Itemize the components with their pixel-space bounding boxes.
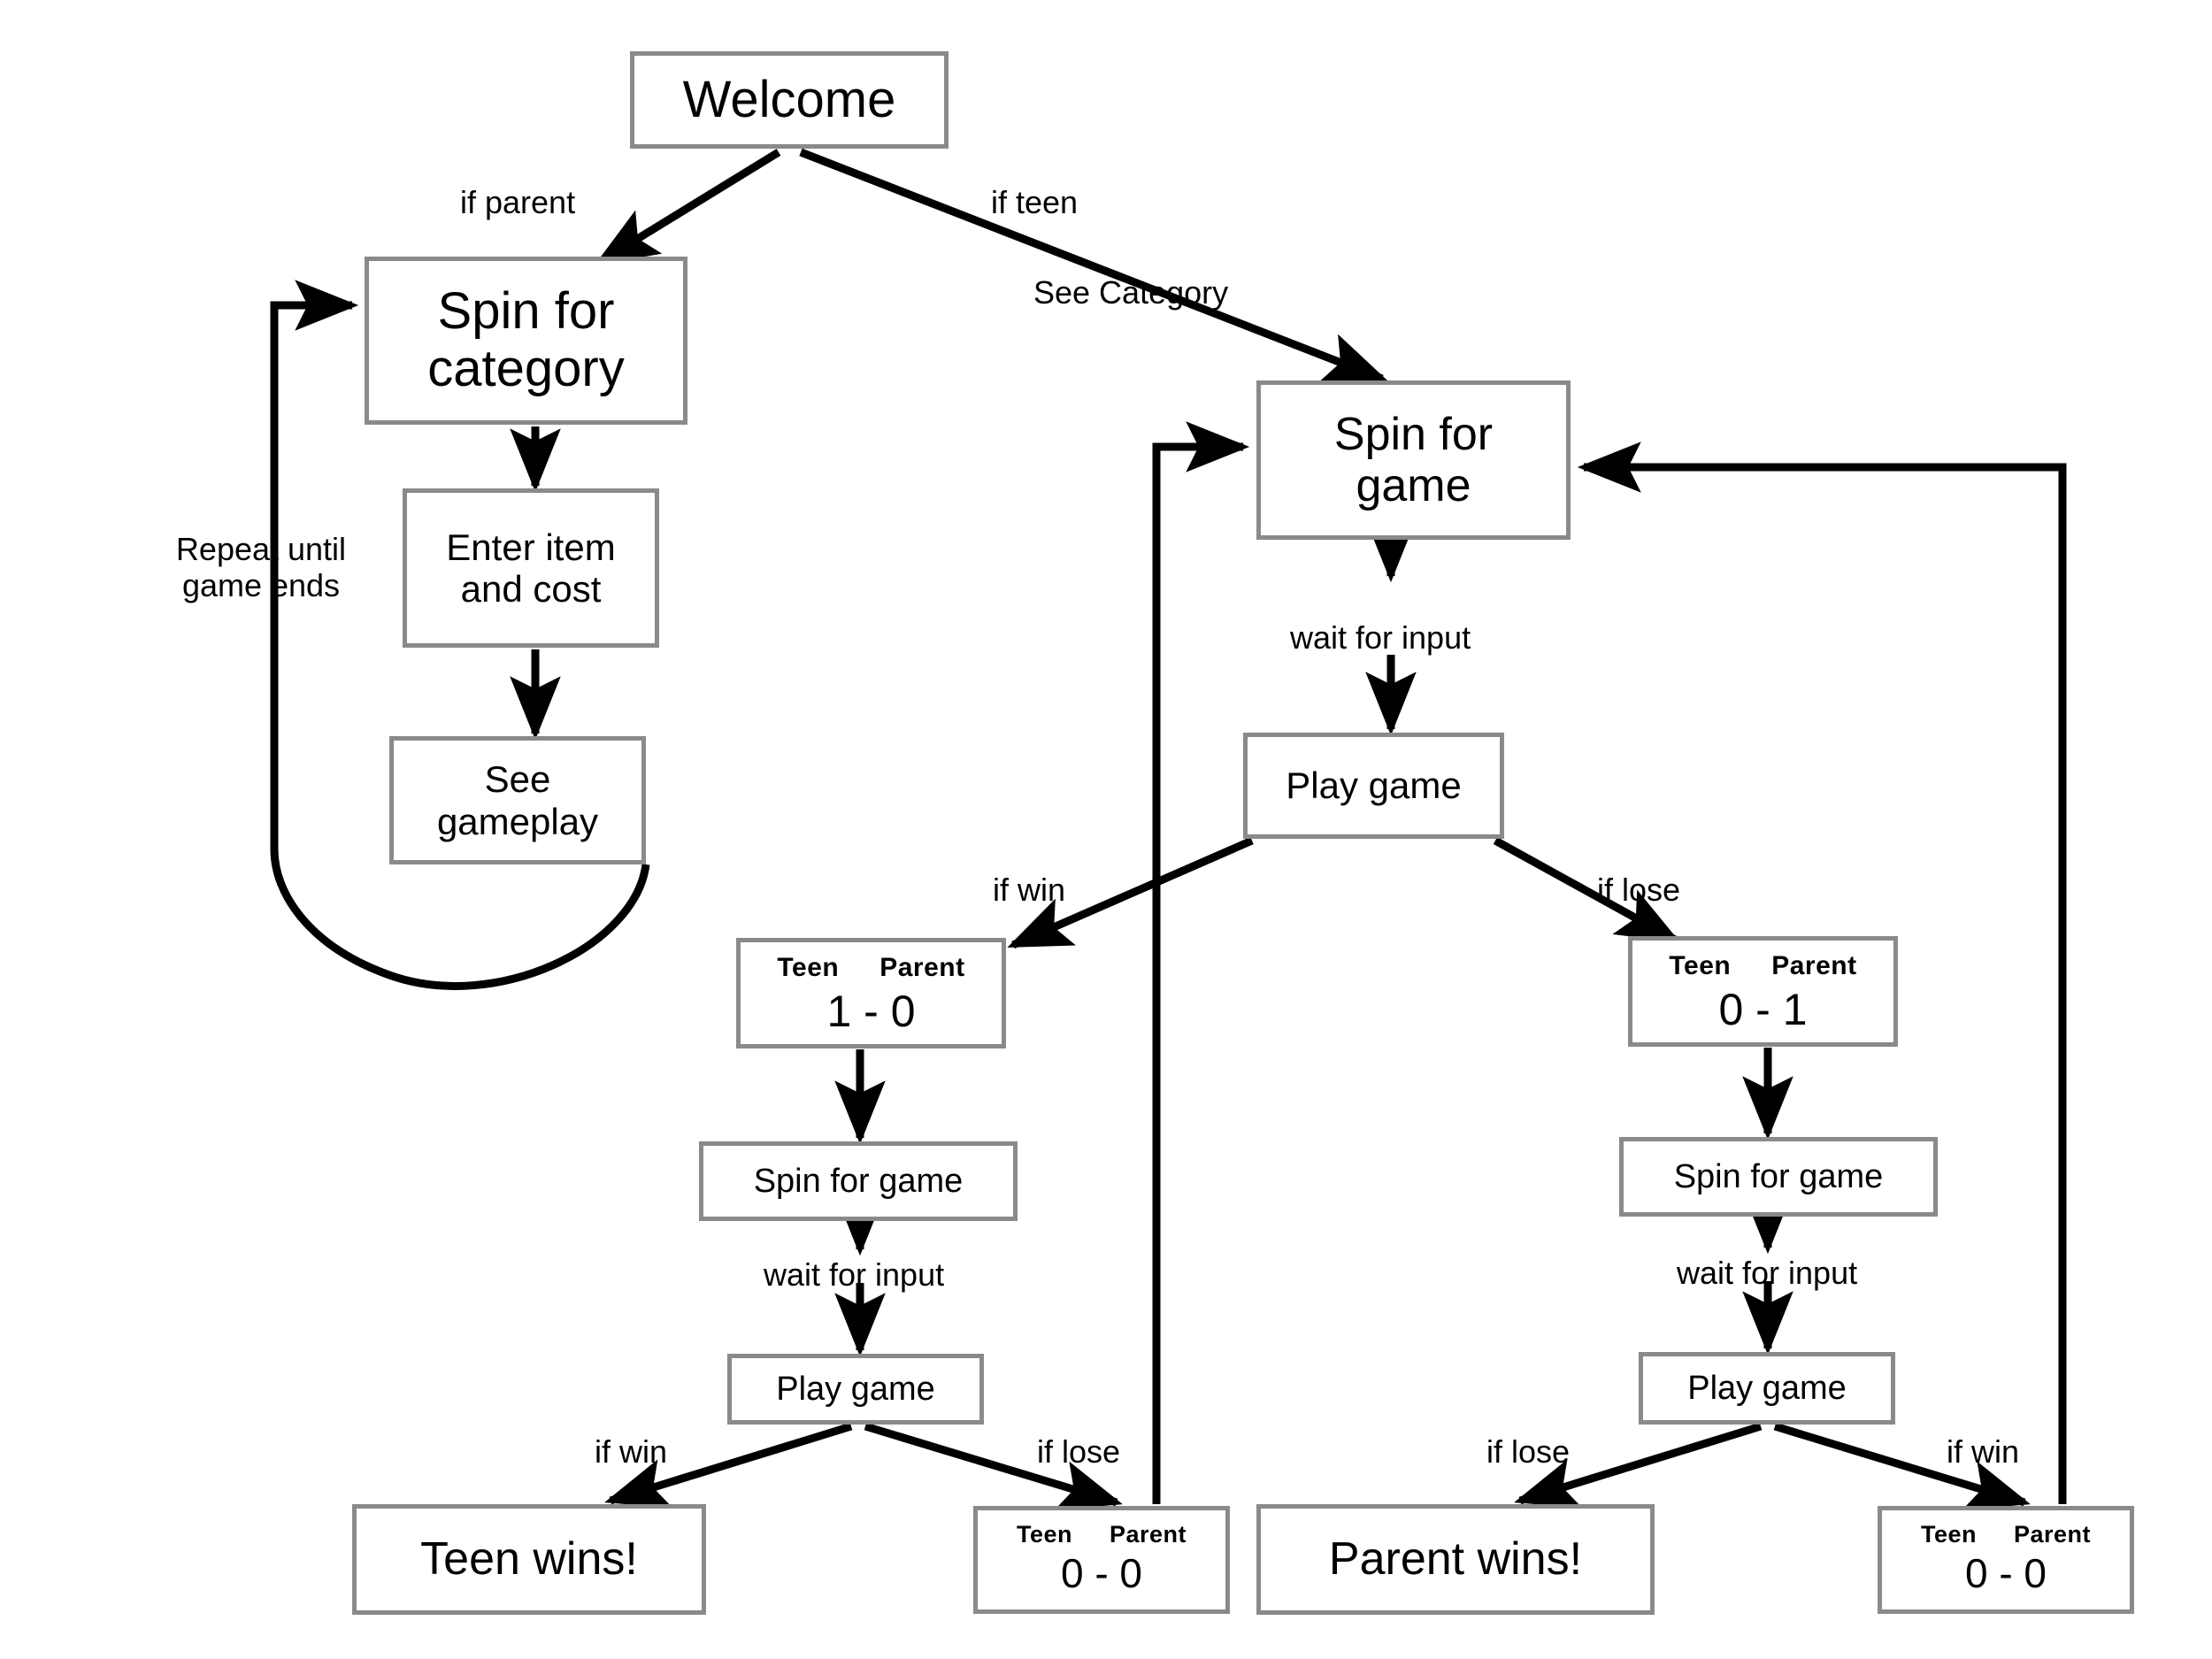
edge-label-if-lose-top: if lose (1597, 872, 1681, 908)
scoreboard-teen-label: Teen (1016, 1521, 1072, 1548)
node-see-gameplay[interactable]: See gameplay (389, 736, 646, 864)
edge-score-0-0-left-loop (1152, 421, 1250, 1504)
node-teen-wins[interactable]: Teen wins! (352, 1504, 706, 1615)
node-play-game-main[interactable]: Play game (1243, 733, 1504, 839)
scoreboard-header: Teen Parent (777, 953, 964, 983)
edge-label-if-win-top: if win (993, 872, 1066, 908)
node-teen-wins-label: Teen wins! (420, 1533, 638, 1586)
edge-label-see-category: See Category (1033, 274, 1229, 311)
node-see-gameplay-label: See gameplay (436, 758, 599, 842)
edge-welcome-to-spin-category (594, 149, 781, 265)
scoreboard-score: 1 - 0 (826, 986, 916, 1036)
node-spin-for-game-main-label: Spin for game (1333, 408, 1494, 511)
edge-label-wait-for-input-left: wait for input (764, 1256, 945, 1293)
scoreboard-parent-label: Parent (1771, 951, 1857, 980)
node-parent-wins[interactable]: Parent wins! (1256, 1504, 1655, 1615)
node-spin-for-game-right-label: Spin for game (1673, 1157, 1884, 1195)
edge-label-if-lose-bottom-right: if lose (1486, 1433, 1571, 1470)
scoreboard-score: 0 - 0 (1964, 1550, 2047, 1597)
node-spin-for-game-left-label: Spin for game (753, 1162, 964, 1200)
node-play-game-left[interactable]: Play game (727, 1354, 984, 1425)
edge-label-if-teen: if teen (991, 184, 1079, 220)
edge-label-if-lose-bottom-left: if lose (1037, 1433, 1121, 1470)
scoreboard-teen-label: Teen (1920, 1521, 1977, 1548)
node-scoreboard-0-0-right[interactable]: Teen Parent 0 - 0 (1878, 1506, 2134, 1614)
edge-play-left-to-score-0-0 (864, 1422, 1123, 1510)
scoreboard-header: Teen Parent (1921, 1521, 2091, 1548)
edge-play-to-score-1-0 (1007, 836, 1254, 949)
edge-gameplay-loop-back (270, 280, 650, 990)
node-spin-for-category-label: Spin for category (427, 282, 625, 397)
node-scoreboard-0-1[interactable]: Teen Parent 0 - 1 (1628, 936, 1898, 1047)
node-welcome[interactable]: Welcome (630, 51, 949, 149)
node-spin-for-category[interactable]: Spin for category (365, 257, 687, 425)
edge-play-left-to-teen-wins (604, 1422, 853, 1509)
node-parent-wins-label: Parent wins! (1328, 1533, 1583, 1586)
edge-play-to-score-0-1 (1493, 837, 1681, 943)
edge-label-wait-for-input-main: wait for input (1290, 619, 1471, 656)
scoreboard-header: Teen Parent (1017, 1521, 1187, 1548)
node-scoreboard-1-0[interactable]: Teen Parent 1 - 0 (736, 938, 1006, 1048)
node-welcome-label: Welcome (682, 70, 896, 128)
node-spin-for-game-main[interactable]: Spin for game (1256, 380, 1571, 540)
node-spin-for-game-left[interactable]: Spin for game (699, 1141, 1018, 1221)
edge-score-0-0-right-loop (1577, 442, 2067, 1504)
node-scoreboard-0-0-left[interactable]: Teen Parent 0 - 0 (973, 1506, 1230, 1614)
edge-welcome-to-spin-game (799, 148, 1388, 383)
node-play-game-right[interactable]: Play game (1639, 1352, 1895, 1425)
edge-label-if-parent: if parent (460, 184, 576, 220)
scoreboard-teen-label: Teen (1669, 951, 1732, 980)
scoreboard-score: 0 - 0 (1060, 1550, 1143, 1597)
node-play-game-main-label: Play game (1286, 764, 1462, 807)
node-spin-for-game-right[interactable]: Spin for game (1619, 1137, 1938, 1217)
edge-label-if-win-bottom-left: if win (595, 1433, 668, 1470)
node-enter-item-and-cost-label: Enter item and cost (446, 526, 616, 610)
edge-label-if-win-bottom-right: if win (1947, 1433, 2020, 1470)
scoreboard-parent-label: Parent (1109, 1521, 1187, 1548)
edge-play-right-to-score-0-0 (1773, 1422, 2031, 1510)
node-play-game-right-label: Play game (1687, 1369, 1847, 1407)
edge-label-repeat-until-game-ends: Repeat until game ends (175, 531, 347, 604)
scoreboard-parent-label: Parent (879, 953, 965, 982)
edge-label-wait-for-input-right: wait for input (1677, 1255, 1858, 1291)
scoreboard-parent-label: Parent (2013, 1521, 2092, 1548)
edge-play-right-to-parent-wins (1514, 1422, 1763, 1509)
node-play-game-left-label: Play game (776, 1370, 935, 1408)
scoreboard-header: Teen Parent (1669, 951, 1856, 981)
node-enter-item-and-cost[interactable]: Enter item and cost (403, 488, 659, 648)
scoreboard-score: 0 - 1 (1718, 984, 1808, 1034)
scoreboard-teen-label: Teen (777, 953, 840, 982)
